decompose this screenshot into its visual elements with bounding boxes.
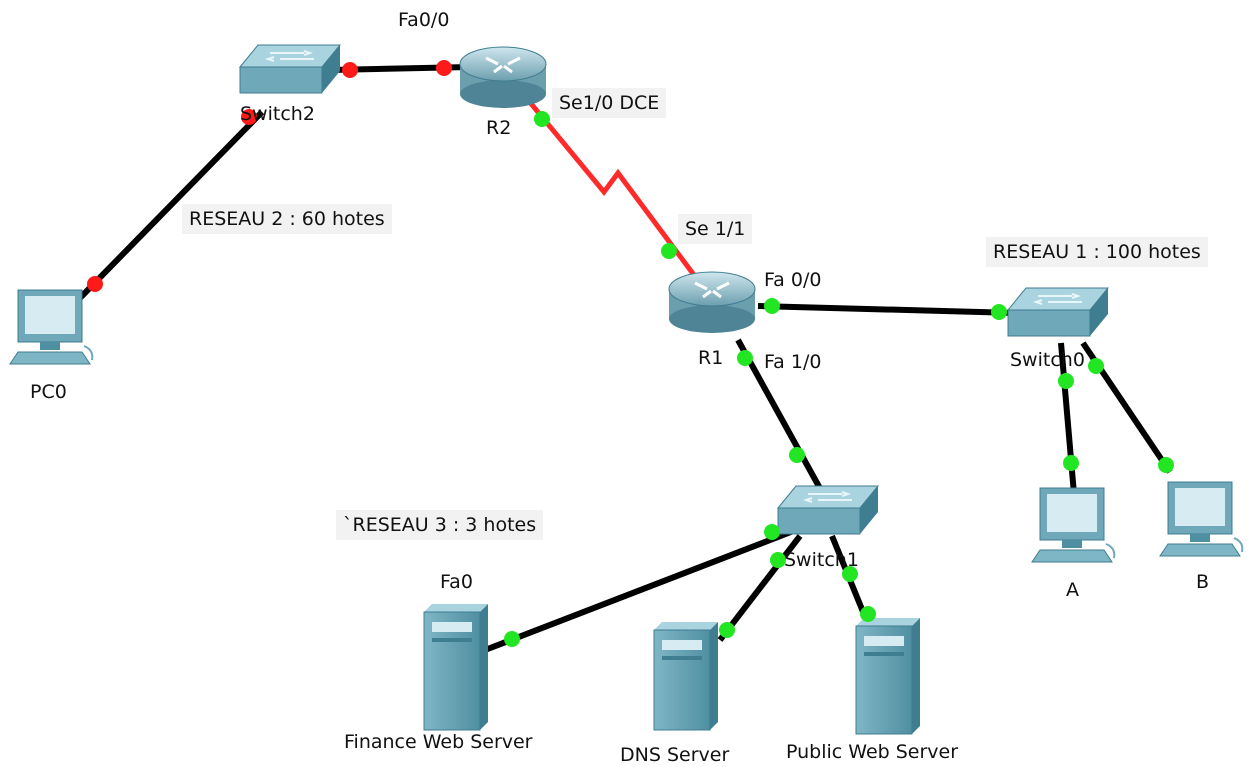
device-label-pc-a: A — [1066, 579, 1079, 601]
port-down-indicator — [241, 109, 257, 125]
device-label-r2: R2 — [486, 117, 512, 139]
links — [75, 64, 1173, 653]
pc-icon[interactable] — [1159, 481, 1244, 557]
device-label-finance-server: Finance Web Server — [344, 731, 533, 753]
switch-icon[interactable] — [238, 44, 342, 94]
server-icon[interactable] — [855, 618, 920, 735]
port-up-indicator — [504, 631, 520, 647]
port-up-indicator — [860, 606, 876, 622]
device-label-dns-server: DNS Server — [620, 744, 730, 766]
port-up-indicator — [1158, 457, 1174, 473]
server-icon[interactable] — [653, 622, 718, 731]
network-note-reseau1: RESEAU 1 : 100 hotes — [986, 237, 1208, 267]
link-r1-switch1[interactable] — [735, 338, 825, 494]
pc-icon[interactable] — [1031, 487, 1116, 563]
port-indicators — [87, 60, 1174, 647]
switch-icon[interactable] — [1006, 287, 1110, 337]
port-up-indicator — [719, 622, 735, 638]
router-icon[interactable] — [668, 271, 756, 333]
port-up-indicator — [534, 111, 550, 127]
port-up-indicator — [737, 350, 753, 366]
server-icon[interactable] — [423, 604, 488, 731]
link-switch1-finance[interactable] — [483, 527, 798, 653]
network-note-reseau3: `RESEAU 3 : 3 hotes — [336, 510, 544, 540]
port-up-indicator — [661, 243, 677, 259]
interface-label-r2-se10: Se1/0 DCE — [552, 88, 667, 118]
link-serial-r2-r1[interactable] — [526, 98, 697, 277]
port-up-indicator — [842, 566, 858, 582]
port-up-indicator — [991, 304, 1007, 320]
interface-label-r1-fa10: Fa 1/0 — [764, 351, 822, 373]
device-label-pc0: PC0 — [30, 381, 67, 403]
port-up-indicator — [1063, 455, 1079, 471]
interface-label-r2-fa00: Fa0/0 — [398, 9, 450, 31]
link-switch2-pc0[interactable] — [75, 109, 265, 303]
device-label-switch0: Switch0 — [1010, 349, 1085, 371]
interface-label-r1-fa00: Fa 0/0 — [764, 269, 822, 291]
device-label-switch2: Switch2 — [240, 103, 315, 125]
port-up-indicator — [1088, 358, 1104, 374]
port-up-indicator — [770, 552, 786, 568]
switch-icon[interactable] — [776, 485, 880, 535]
port-up-indicator — [1058, 373, 1074, 389]
interface-label-r1-se11: Se 1/1 — [678, 214, 753, 244]
port-down-indicator — [342, 62, 358, 78]
device-label-public-server: Public Web Server — [786, 741, 959, 763]
interface-label-finance-fa0: Fa0 — [440, 571, 473, 593]
network-note-reseau2: RESEAU 2 : 60 hotes — [182, 204, 392, 234]
link-switch1-dns[interactable] — [717, 534, 803, 642]
port-up-indicator — [789, 447, 805, 463]
port-up-indicator — [764, 524, 780, 540]
port-down-indicator — [87, 276, 103, 292]
device-label-switch1: Switch1 — [784, 549, 859, 571]
device-label-r1: R1 — [698, 347, 724, 369]
link-r1-switch0[interactable] — [757, 303, 1017, 316]
port-down-indicator — [436, 60, 452, 76]
pc-icon[interactable] — [9, 289, 94, 365]
port-up-indicator — [764, 298, 780, 314]
router-icon[interactable] — [459, 46, 547, 108]
device-label-pc-b: B — [1196, 571, 1210, 593]
